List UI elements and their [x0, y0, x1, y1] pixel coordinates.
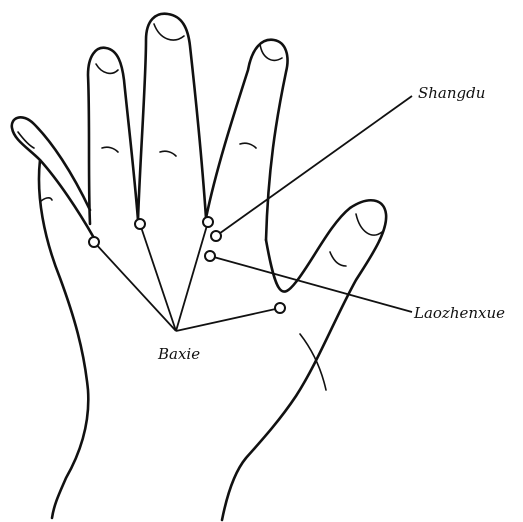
laozhenxue-label: Laozhenxue — [413, 304, 505, 322]
shangdu-label: Shangdu — [418, 84, 485, 102]
ring-finger — [88, 48, 138, 224]
baxie-point-1 — [89, 237, 99, 247]
middle-finger — [138, 14, 206, 220]
laozhenxue-leader — [210, 256, 412, 312]
acupoints — [89, 217, 285, 313]
hand-illustration — [12, 14, 386, 520]
baxie-point-4 — [275, 303, 285, 313]
thumb — [222, 200, 386, 520]
index-finger — [206, 40, 288, 240]
shangdu-point — [211, 231, 221, 241]
baxie-label: Baxie — [157, 345, 200, 363]
laozhenxue-point — [205, 251, 215, 261]
shangdu-leader — [216, 96, 412, 236]
baxie-leaders — [94, 222, 280, 331]
baxie-point-2 — [135, 219, 145, 229]
pinky-finger — [12, 117, 94, 238]
baxie-point-3 — [203, 217, 213, 227]
